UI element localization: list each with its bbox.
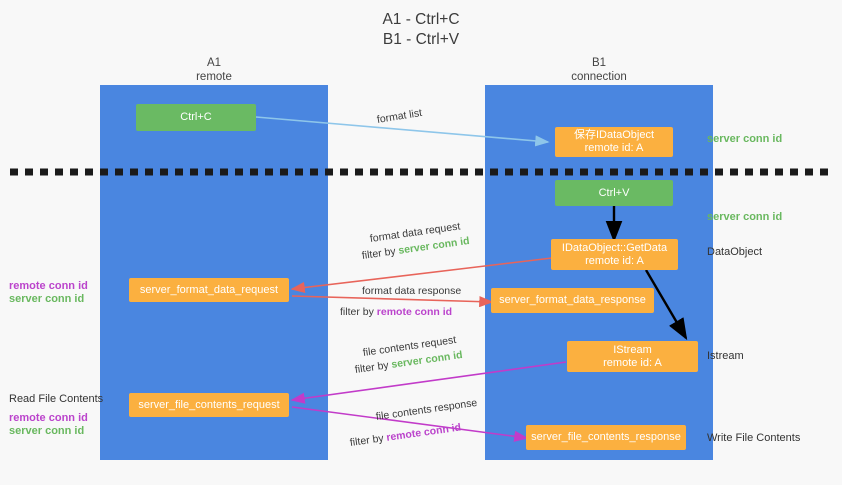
title-line-1: A1 - Ctrl+C xyxy=(382,11,460,28)
box-server-file-contents-request-label: server_file_contents_request xyxy=(138,398,280,411)
right-label-write-file-contents: Write File Contents xyxy=(707,432,801,444)
page-title: A1 - Ctrl+C B1 - Ctrl+V xyxy=(0,10,842,50)
box-server-format-data-response-label: server_format_data_response xyxy=(499,294,646,306)
filter-key-remote-conn-id: remote conn id xyxy=(385,421,462,444)
lane-a1-sub: remote xyxy=(196,70,232,83)
lane-header-a1: A1 remote xyxy=(100,57,328,84)
edge-label-format-list: format list xyxy=(376,106,423,126)
box-server-file-contents-response[interactable]: server_file_contents_response xyxy=(526,425,686,450)
left-label-remote-conn-id-2: remote conn id xyxy=(9,412,88,424)
lane-a1-name: A1 xyxy=(206,57,222,69)
box-server-format-data-response[interactable]: server_format_data_response xyxy=(491,288,654,313)
box-idataobject-getdata[interactable]: IDataObject::GetData remote id: A xyxy=(551,239,678,270)
box-ctrl-c-label: Ctrl+C xyxy=(180,111,212,123)
box-getdata-line1: IDataObject::GetData xyxy=(561,241,668,254)
box-save-idataobject-line1: 保存IDataObject xyxy=(573,129,655,141)
box-ctrl-v[interactable]: Ctrl+V xyxy=(555,180,673,206)
box-ctrl-v-label: Ctrl+V xyxy=(598,186,630,199)
box-server-file-contents-request[interactable]: server_file_contents_request xyxy=(129,393,289,417)
edge-label-format-data-response: format data response xyxy=(362,285,462,297)
lane-header-b1: B1 connection xyxy=(485,57,713,84)
box-ctrl-c[interactable]: Ctrl+C xyxy=(136,104,256,131)
lane-b1-name: B1 xyxy=(591,57,607,69)
box-istream-line2: remote id: A xyxy=(603,356,662,369)
edge-label-format-data-response-filter: filter by remote conn id xyxy=(340,305,452,319)
edge-label-file-contents-response: file contents response xyxy=(375,396,478,423)
edge-label-file-contents-response-filter: filter by remote conn id xyxy=(349,420,462,449)
title-line-2: B1 - Ctrl+V xyxy=(382,31,460,48)
box-server-file-contents-response-label: server_file_contents_response xyxy=(531,431,681,443)
right-label-server-conn-id-top: server conn id xyxy=(707,133,783,145)
box-server-format-data-request-label: server_format_data_request xyxy=(139,283,279,296)
right-label-istream: Istream xyxy=(707,350,744,362)
right-label-dataobject: DataObject xyxy=(707,246,763,258)
lane-b1-sub: connection xyxy=(571,70,627,83)
left-label-server-conn-id-1: server conn id xyxy=(9,293,85,305)
filter-prefix: filter by xyxy=(354,358,393,376)
filter-prefix: filter by xyxy=(361,244,400,262)
filter-key-remote-conn-id: remote conn id xyxy=(376,306,453,318)
filter-prefix: filter by xyxy=(340,306,377,318)
filter-prefix: filter by xyxy=(349,431,388,449)
box-istream[interactable]: IStream remote id: A xyxy=(567,341,698,372)
box-istream-line1: IStream xyxy=(613,343,652,356)
box-save-idataobject[interactable]: 保存IDataObject remote id: A xyxy=(555,127,673,157)
box-save-idataobject-line2: remote id: A xyxy=(584,142,644,154)
box-server-format-data-request[interactable]: server_format_data_request xyxy=(129,278,289,302)
left-label-remote-conn-id-1: remote conn id xyxy=(9,280,88,292)
left-label-server-conn-id-2: server conn id xyxy=(9,425,85,437)
left-label-read-file-contents: Read File Contents xyxy=(9,393,104,405)
box-getdata-line2: remote id: A xyxy=(585,254,644,267)
right-label-server-conn-id-mid: server conn id xyxy=(707,211,783,223)
